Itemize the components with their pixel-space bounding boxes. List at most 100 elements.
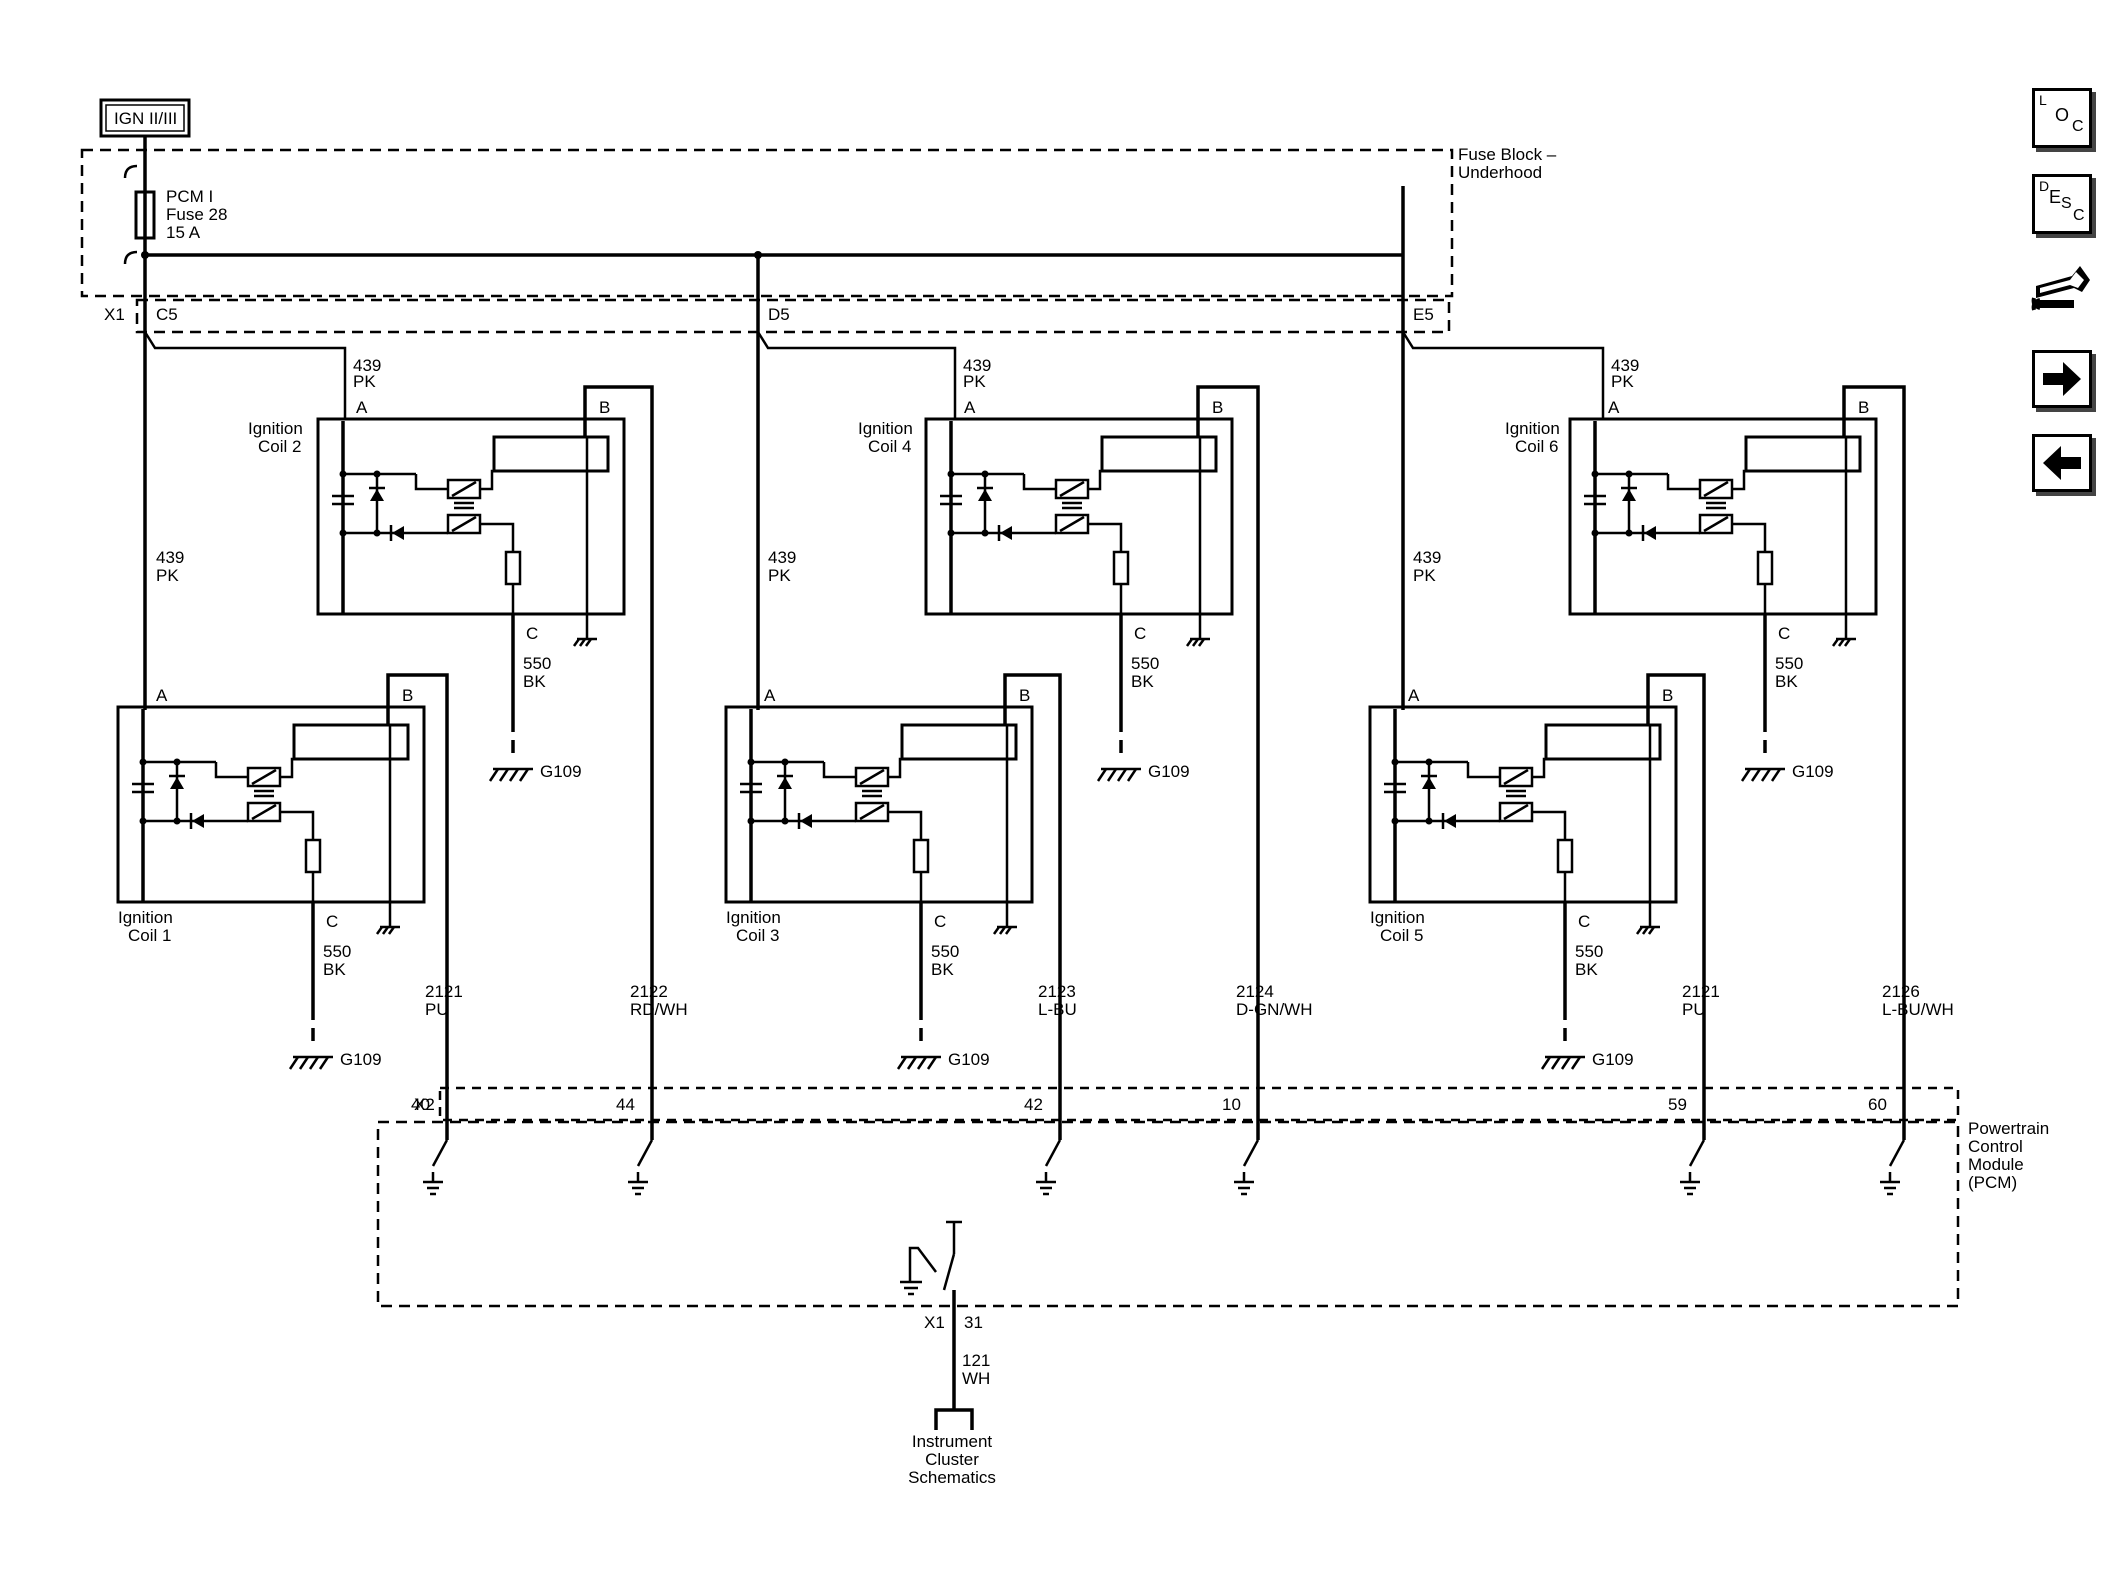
connector-end-view-icon[interactable] bbox=[2030, 258, 2094, 328]
coil-number: Coil 3 bbox=[736, 926, 779, 945]
control-wire bbox=[583, 385, 654, 1140]
resistor-icon bbox=[912, 838, 930, 874]
ground-g109-label: G109 bbox=[340, 1050, 382, 1069]
pin-b-label: B bbox=[1019, 686, 1030, 705]
previous-page-button[interactable] bbox=[2032, 434, 2092, 492]
fuse-block-title: Fuse Block – bbox=[1458, 145, 1557, 164]
coil-title: Ignition bbox=[118, 908, 173, 927]
location-button[interactable]: L O C bbox=[2032, 88, 2092, 148]
control-wire bbox=[1646, 673, 1706, 1140]
control-circuit-number: 2122 bbox=[630, 982, 668, 1001]
ignition-source-label: IGN II/III bbox=[99, 98, 191, 138]
driver-module-icon bbox=[1100, 435, 1218, 473]
pin-b-label: B bbox=[1662, 686, 1673, 705]
diode-icon bbox=[778, 777, 792, 789]
svg-text:X1: X1 bbox=[924, 1313, 945, 1332]
ground-circuit-number: 550 bbox=[523, 654, 551, 673]
driver-switch bbox=[1242, 1139, 1260, 1167]
svg-text:Powertrain: Powertrain bbox=[1968, 1119, 2049, 1138]
ground-g109-label: G109 bbox=[540, 762, 582, 781]
feed-circuit-number: 439 bbox=[963, 356, 991, 375]
pcm-output-switch: X1 31 121 WH Instrument Cluster Schemati… bbox=[900, 1220, 996, 1487]
chassis-ground-icon bbox=[1831, 637, 1856, 647]
chassis-ground-icon bbox=[1635, 925, 1660, 935]
svg-text:Instrument: Instrument bbox=[912, 1432, 993, 1451]
next-page-button[interactable] bbox=[2032, 350, 2092, 408]
coil-number: Coil 1 bbox=[128, 926, 171, 945]
chassis-ground-icon bbox=[992, 925, 1017, 935]
pcm-driver-42: 42 bbox=[1024, 1095, 1062, 1196]
pcm-pin-label: 42 bbox=[1024, 1095, 1043, 1114]
diode-icon bbox=[1444, 814, 1456, 828]
pcm-pin-label: 59 bbox=[1668, 1095, 1687, 1114]
ground-circuit-number: 550 bbox=[323, 942, 351, 961]
ground-g109-label: G109 bbox=[948, 1050, 990, 1069]
coil-title: Ignition bbox=[858, 419, 913, 438]
pcm-driver-60: 60 bbox=[1868, 1095, 1906, 1196]
fuse-block-connector-x1: X1 C5 D5 E5 bbox=[104, 298, 1451, 334]
svg-text:PK: PK bbox=[156, 566, 179, 585]
ground-circuit-color: BK bbox=[931, 960, 954, 979]
fuse-block-title-2: Underhood bbox=[1458, 163, 1542, 182]
location-letter-o: O bbox=[2055, 105, 2070, 125]
ground-g109-icon bbox=[488, 767, 533, 782]
coil-number: Coil 2 bbox=[258, 437, 301, 456]
driver-module-icon bbox=[492, 435, 610, 473]
diode-icon bbox=[392, 526, 404, 540]
svg-text:PCM I: PCM I bbox=[166, 187, 213, 206]
svg-text:E5: E5 bbox=[1413, 305, 1434, 324]
resistor-icon bbox=[1556, 838, 1574, 874]
svg-text:D5: D5 bbox=[768, 305, 790, 324]
coil-number: Coil 6 bbox=[1515, 437, 1558, 456]
pin-b-label: B bbox=[1858, 398, 1869, 417]
control-circuit-number: 2123 bbox=[1038, 982, 1076, 1001]
driver-switch bbox=[1044, 1139, 1062, 1167]
fuse-block-underhood: Fuse Block – Underhood bbox=[80, 145, 1557, 298]
svg-text:Schematics: Schematics bbox=[908, 1468, 996, 1487]
ground-g109-label: G109 bbox=[1592, 1050, 1634, 1069]
coil-number: Coil 4 bbox=[868, 437, 911, 456]
ground-g109-label: G109 bbox=[1148, 762, 1190, 781]
coil-number: Coil 5 bbox=[1380, 926, 1423, 945]
resistor-icon bbox=[504, 550, 522, 586]
driver-module-icon bbox=[900, 723, 1018, 761]
ground-circuit-color: BK bbox=[1775, 672, 1798, 691]
driver-switch bbox=[1888, 1139, 1906, 1167]
pcm-module: X2 Powertrain Control Module (PCM) bbox=[376, 1086, 2049, 1308]
ground-g109-icon bbox=[1096, 767, 1141, 782]
description-letter-s: S bbox=[2061, 195, 2072, 212]
location-letter-l: L bbox=[2039, 92, 2047, 108]
control-wire bbox=[1003, 673, 1062, 1140]
pin-c-label: C bbox=[1778, 624, 1790, 643]
chassis-ground-icon bbox=[572, 637, 597, 647]
control-circuit-color: PU bbox=[425, 1000, 449, 1019]
feed-circuit-number: 439 bbox=[1611, 356, 1639, 375]
ground-g109-icon bbox=[896, 1055, 941, 1070]
svg-text:15 A: 15 A bbox=[166, 223, 201, 242]
ground-circuit-color: BK bbox=[1131, 672, 1154, 691]
control-circuit-color: RD/WH bbox=[630, 1000, 688, 1019]
feed-circuit-number: 439 bbox=[353, 356, 381, 375]
feed-circuit-color: PK bbox=[353, 372, 376, 391]
coil-module-box bbox=[1368, 705, 1678, 904]
next-arrow-icon bbox=[2043, 362, 2081, 396]
pin-c-label: C bbox=[326, 912, 338, 931]
description-button[interactable]: D E S C bbox=[2032, 174, 2092, 234]
driver-module-icon bbox=[1544, 723, 1662, 761]
svg-text:X2: X2 bbox=[414, 1095, 435, 1114]
description-letter-d: D bbox=[2039, 178, 2050, 194]
control-wire bbox=[386, 673, 449, 1140]
diode-icon bbox=[1644, 526, 1656, 540]
svg-text:31: 31 bbox=[964, 1313, 983, 1332]
pcm-driver-44: 44 bbox=[616, 1095, 654, 1196]
svg-text:121: 121 bbox=[962, 1351, 990, 1370]
previous-arrow-icon bbox=[2043, 446, 2081, 480]
driver-switch bbox=[636, 1139, 654, 1167]
control-circuit-color: PU bbox=[1682, 1000, 1706, 1019]
svg-text:439: 439 bbox=[768, 548, 796, 567]
control-circuit-number: 2126 bbox=[1882, 982, 1920, 1001]
driver-module-icon bbox=[1744, 435, 1862, 473]
description-letter-c: C bbox=[2073, 207, 2085, 224]
